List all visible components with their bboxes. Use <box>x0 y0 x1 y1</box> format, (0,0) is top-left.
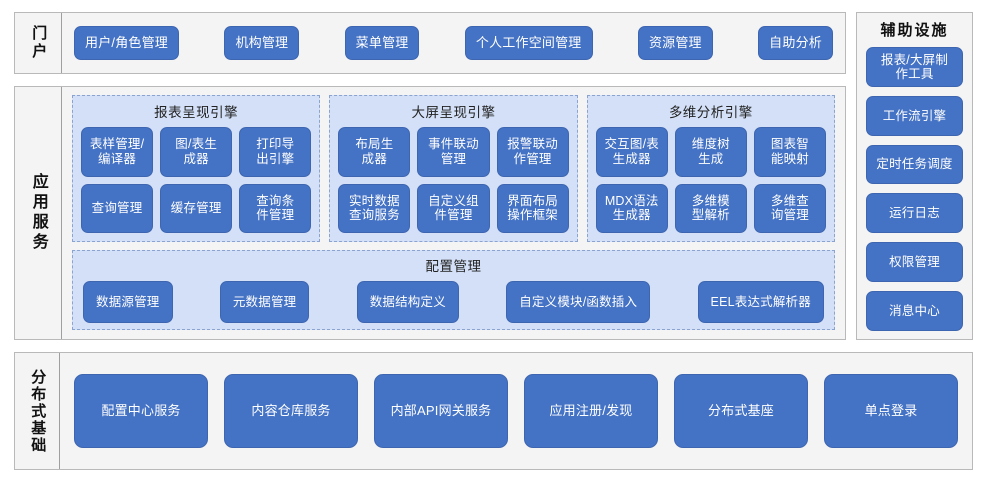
node-datasource-management[interactable]: 数据源管理 <box>83 281 173 323</box>
portal-node-self-service-analysis[interactable]: 自助分析 <box>758 26 833 60</box>
group-multidimensional-analysis-engine: 多维分析引擎 交互图/表 生成器 维度树 生成 图表智 能映射 MDX语法 生成… <box>586 95 835 242</box>
group-grid-report-rendering-engine: 表样管理/ 编译器 图/表生 成器 打印导 出引擎 查询管理 缓存管理 查询条 … <box>81 127 312 233</box>
node-metadata-management[interactable]: 元数据管理 <box>219 281 310 323</box>
node-internal-api-gateway-service[interactable]: 内部API网关服务 <box>374 374 508 448</box>
node-mdx-syntax-generator[interactable]: MDX语法 生成器 <box>595 183 668 233</box>
node-query-management[interactable]: 查询管理 <box>81 183 154 233</box>
node-query-condition-management[interactable]: 查询条 件管理 <box>239 183 312 233</box>
node-content-repository-service[interactable]: 内容仓库服务 <box>224 374 358 448</box>
group-large-screen-rendering-engine: 大屏呈现引擎 布局生 成器 事件联动 管理 报警联动 作管理 实时数据 查询服务… <box>329 95 578 242</box>
node-distributed-base[interactable]: 分布式基座 <box>674 374 808 448</box>
node-report-template-manager-compiler[interactable]: 表样管理/ 编译器 <box>81 127 154 177</box>
node-multidimensional-query-management[interactable]: 多维查 询管理 <box>753 183 826 233</box>
layer-application-service-label: 应用服务 <box>15 87 62 339</box>
portal-node-personal-workspace-management[interactable]: 个人工作空间管理 <box>464 26 593 60</box>
node-chart-smart-mapping[interactable]: 图表智 能映射 <box>753 127 826 177</box>
portal-node-menu-management[interactable]: 菜单管理 <box>344 26 420 60</box>
group-title-configuration-management: 配置管理 <box>425 259 482 274</box>
group-report-rendering-engine: 报表呈现引擎 表样管理/ 编译器 图/表生 成器 打印导 出引擎 查询管理 缓存… <box>72 95 321 242</box>
node-event-linkage-management[interactable]: 事件联动 管理 <box>417 127 490 177</box>
portal-node-organization-management[interactable]: 机构管理 <box>224 26 300 60</box>
node-realtime-data-query-service[interactable]: 实时数据 查询服务 <box>338 183 411 233</box>
node-alarm-linkage-action-management[interactable]: 报警联动 作管理 <box>496 127 569 177</box>
node-chart-table-generator[interactable]: 图/表生 成器 <box>160 127 233 177</box>
node-permission-management[interactable]: 权限管理 <box>866 242 963 283</box>
node-multidimensional-model-parsing[interactable]: 多维模 型解析 <box>674 183 747 233</box>
portal-node-user-role-management[interactable]: 用户/角色管理 <box>74 26 180 60</box>
layer-auxiliary-facilities-title: 辅助设施 <box>880 22 949 39</box>
node-cache-management[interactable]: 缓存管理 <box>160 183 233 233</box>
layer-application-service: 应用服务 报表呈现引擎 表样管理/ 编译器 图/表生 成器 打印导 出引擎 查询… <box>14 86 846 340</box>
layer-portal-label: 门户 <box>15 13 62 73</box>
portal-node-resource-management[interactable]: 资源管理 <box>637 26 713 60</box>
layer-application-service-body: 报表呈现引擎 表样管理/ 编译器 图/表生 成器 打印导 出引擎 查询管理 缓存… <box>62 87 845 339</box>
node-interactive-chart-table-generator[interactable]: 交互图/表 生成器 <box>595 127 668 177</box>
group-title-large-screen-rendering-engine: 大屏呈现引擎 <box>411 105 496 120</box>
node-message-center[interactable]: 消息中心 <box>866 291 963 331</box>
layer-distributed-foundation-label: 分布式基础 <box>15 353 60 469</box>
layer-distributed-foundation: 分布式基础 配置中心服务 内容仓库服务 内部API网关服务 应用注册/发现 分布… <box>14 352 973 470</box>
node-app-registration-discovery[interactable]: 应用注册/发现 <box>524 374 658 448</box>
node-configuration-center-service[interactable]: 配置中心服务 <box>74 374 208 448</box>
group-configuration-management: 配置管理 数据源管理 元数据管理 数据结构定义 自定义模块/函数插入 EEL表达… <box>72 250 835 330</box>
layer-auxiliary-facilities-items: 报表/大屏制 作工具 工作流引擎 定时任务调度 运行日志 权限管理 消息中心 <box>866 47 963 331</box>
layer-auxiliary-facilities: 辅助设施 报表/大屏制 作工具 工作流引擎 定时任务调度 运行日志 权限管理 消… <box>856 12 973 340</box>
node-ui-layout-operation-framework[interactable]: 界面布局 操作框架 <box>496 183 569 233</box>
node-eel-expression-parser[interactable]: EEL表达式解析器 <box>697 281 824 323</box>
node-single-sign-on[interactable]: 单点登录 <box>824 374 958 448</box>
node-print-export-engine[interactable]: 打印导 出引擎 <box>239 127 312 177</box>
layer-distributed-foundation-items: 配置中心服务 内容仓库服务 内部API网关服务 应用注册/发现 分布式基座 单点… <box>60 353 972 469</box>
layer-portal-items: 用户/角色管理 机构管理 菜单管理 个人工作空间管理 资源管理 自助分析 <box>62 13 845 73</box>
group-title-multidimensional-analysis-engine: 多维分析引擎 <box>668 105 753 120</box>
node-dimension-tree-generation[interactable]: 维度树 生成 <box>674 127 747 177</box>
node-custom-module-function-insertion[interactable]: 自定义模块/函数插入 <box>506 281 651 323</box>
group-grid-large-screen-rendering-engine: 布局生 成器 事件联动 管理 报警联动 作管理 实时数据 查询服务 自定义组 件… <box>338 127 569 233</box>
node-runtime-log[interactable]: 运行日志 <box>866 193 963 234</box>
node-scheduled-task-scheduling[interactable]: 定时任务调度 <box>866 144 963 185</box>
group-grid-configuration-management: 数据源管理 元数据管理 数据结构定义 自定义模块/函数插入 EEL表达式解析器 <box>83 281 824 323</box>
group-grid-multidimensional-analysis-engine: 交互图/表 生成器 维度树 生成 图表智 能映射 MDX语法 生成器 多维模 型… <box>595 127 826 233</box>
node-layout-generator[interactable]: 布局生 成器 <box>338 127 411 177</box>
node-report-large-screen-authoring-tool[interactable]: 报表/大屏制 作工具 <box>866 47 963 87</box>
group-title-report-rendering-engine: 报表呈现引擎 <box>154 105 239 120</box>
layer-portal: 门户 用户/角色管理 机构管理 菜单管理 个人工作空间管理 资源管理 自助分析 <box>14 12 846 74</box>
engine-group-row: 报表呈现引擎 表样管理/ 编译器 图/表生 成器 打印导 出引擎 查询管理 缓存… <box>72 95 835 242</box>
node-data-structure-definition[interactable]: 数据结构定义 <box>356 281 459 323</box>
node-custom-component-management[interactable]: 自定义组 件管理 <box>417 183 490 233</box>
node-workflow-engine[interactable]: 工作流引擎 <box>866 95 963 136</box>
